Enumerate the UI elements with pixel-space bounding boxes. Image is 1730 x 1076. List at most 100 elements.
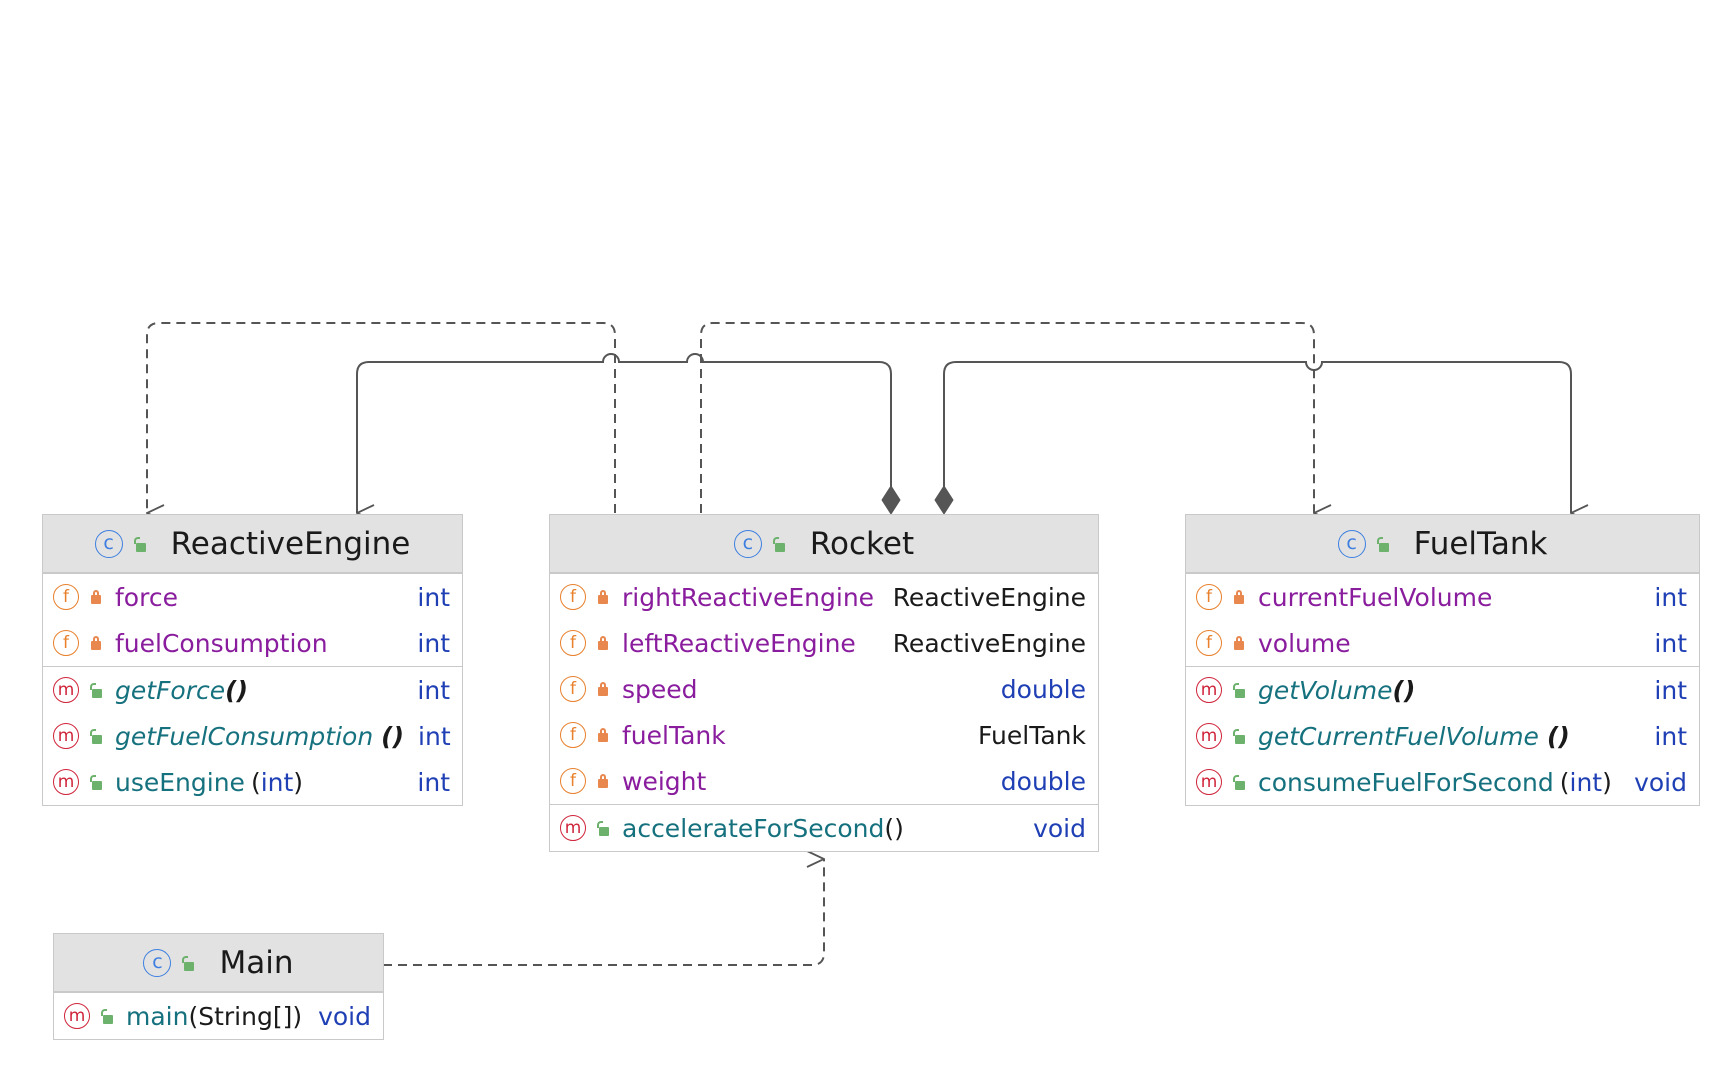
private-lock-icon [89, 635, 103, 651]
method-icon: m [53, 677, 79, 703]
method-name: getFuelConsumption [115, 721, 374, 751]
method-icon: m [53, 723, 79, 749]
edge-rocket-depends-fueltank [700, 322, 1314, 513]
method-row[interactable]: m getCurrentFuelVolume () int [1186, 713, 1699, 759]
methods-section: m accelerateForSecond () void [550, 804, 1098, 851]
field-row[interactable]: f leftReactiveEngine ReactiveEngine [550, 620, 1098, 666]
method-name: getVolume [1258, 675, 1393, 705]
field-icon: f [560, 584, 586, 610]
method-icon: m [53, 769, 79, 795]
method-params: () [1546, 721, 1570, 751]
class-icon: c [1337, 529, 1366, 558]
field-row[interactable]: f force int [43, 574, 462, 620]
class-reactive-engine[interactable]: c ReactiveEngine f force int f fuelConsu… [42, 514, 463, 806]
method-name: accelerateForSecond [622, 813, 885, 843]
method-return-type: int [418, 721, 451, 751]
public-visibility-icon [100, 1008, 114, 1024]
field-name: currentFuelVolume [1258, 582, 1493, 612]
class-main[interactable]: c Main m main (String[]) void [53, 933, 384, 1040]
composition-diamond-reactiveengine [881, 485, 901, 515]
fields-section: f rightReactiveEngine ReactiveEngine f l… [550, 573, 1098, 804]
method-params: () [225, 675, 248, 705]
fields-section: f currentFuelVolume int f volume int [1186, 573, 1699, 666]
field-type: int [417, 582, 450, 612]
field-name: volume [1258, 628, 1351, 658]
method-icon: m [560, 815, 586, 841]
method-return-type: int [417, 675, 450, 705]
private-lock-icon [596, 773, 610, 789]
class-rocket[interactable]: c Rocket f rightReactiveEngine ReactiveE… [549, 514, 1099, 852]
public-visibility-icon [772, 536, 786, 552]
field-row[interactable]: f currentFuelVolume int [1186, 574, 1699, 620]
method-params: (String[]) [188, 1001, 303, 1031]
public-visibility-icon [181, 955, 195, 971]
params-open: ( [250, 767, 261, 797]
method-row[interactable]: m consumeFuelForSecond (int) void [1186, 759, 1699, 805]
method-params: (int) [251, 768, 303, 797]
field-type: ReactiveEngine [892, 628, 1086, 658]
class-header: c Rocket [550, 515, 1098, 573]
field-type: int [1654, 628, 1687, 658]
field-row[interactable]: f weight double [550, 758, 1098, 804]
public-visibility-icon [596, 820, 610, 836]
method-name: getCurrentFuelVolume [1258, 721, 1539, 751]
class-header: c FuelTank [1186, 515, 1699, 573]
private-lock-icon [596, 681, 610, 697]
private-lock-icon [596, 727, 610, 743]
class-icon: c [733, 529, 762, 558]
params-close: ) [1602, 767, 1612, 797]
class-fuel-tank[interactable]: c FuelTank f currentFuelVolume int f vol… [1185, 514, 1700, 806]
method-name: main [126, 1001, 189, 1031]
field-type: double [1000, 674, 1086, 704]
fields-section: f force int f fuelConsumption int [43, 573, 462, 666]
private-lock-icon [596, 635, 610, 651]
method-row[interactable]: m main (String[]) void [54, 993, 383, 1039]
method-name: consumeFuelForSecond [1258, 767, 1554, 797]
edge-main-depends-rocket [383, 859, 825, 966]
public-visibility-icon [89, 682, 103, 698]
field-row[interactable]: f fuelTank FuelTank [550, 712, 1098, 758]
public-visibility-icon [1376, 536, 1390, 552]
field-name: force [115, 582, 178, 612]
method-params: () [381, 721, 405, 751]
field-type: FuelTank [978, 720, 1086, 750]
method-icon: m [1196, 677, 1222, 703]
field-type: ReactiveEngine [892, 582, 1086, 612]
params-close: ) [293, 767, 304, 797]
field-icon: f [53, 584, 79, 610]
method-row[interactable]: m getFuelConsumption () int [43, 713, 462, 759]
method-params: (int) [1560, 768, 1612, 797]
field-row[interactable]: f rightReactiveEngine ReactiveEngine [550, 574, 1098, 620]
field-name: weight [622, 766, 707, 796]
field-icon: f [560, 722, 586, 748]
methods-section: m main (String[]) void [54, 992, 383, 1039]
method-row[interactable]: m useEngine (int) int [43, 759, 462, 805]
method-return-type: void [318, 1001, 371, 1031]
method-return-type: int [1654, 675, 1687, 705]
method-name: useEngine [115, 767, 245, 797]
methods-section: m getForce () int m getFuelConsumption (… [43, 666, 462, 805]
method-row[interactable]: m getVolume () int [1186, 667, 1699, 713]
field-type: int [1654, 582, 1687, 612]
method-return-type: void [1634, 767, 1687, 797]
field-row[interactable]: f speed double [550, 666, 1098, 712]
method-params: () [1392, 675, 1416, 705]
field-name: leftReactiveEngine [622, 628, 856, 658]
private-lock-icon [1232, 635, 1246, 651]
public-visibility-icon [89, 728, 103, 744]
methods-section: m getVolume () int m getCurrentFuelVolum… [1186, 666, 1699, 805]
public-visibility-icon [89, 774, 103, 790]
field-icon: f [1196, 584, 1222, 610]
param-type: int [260, 767, 294, 797]
field-name: rightReactiveEngine [622, 582, 875, 612]
class-name: ReactiveEngine [170, 525, 411, 562]
method-row[interactable]: m getForce () int [43, 667, 462, 713]
field-row[interactable]: f fuelConsumption int [43, 620, 462, 666]
class-name: Rocket [809, 525, 915, 562]
method-params: () [884, 813, 904, 843]
field-name: fuelTank [622, 720, 726, 750]
class-icon: c [143, 948, 172, 977]
method-row[interactable]: m accelerateForSecond () void [550, 805, 1098, 851]
field-row[interactable]: f volume int [1186, 620, 1699, 666]
